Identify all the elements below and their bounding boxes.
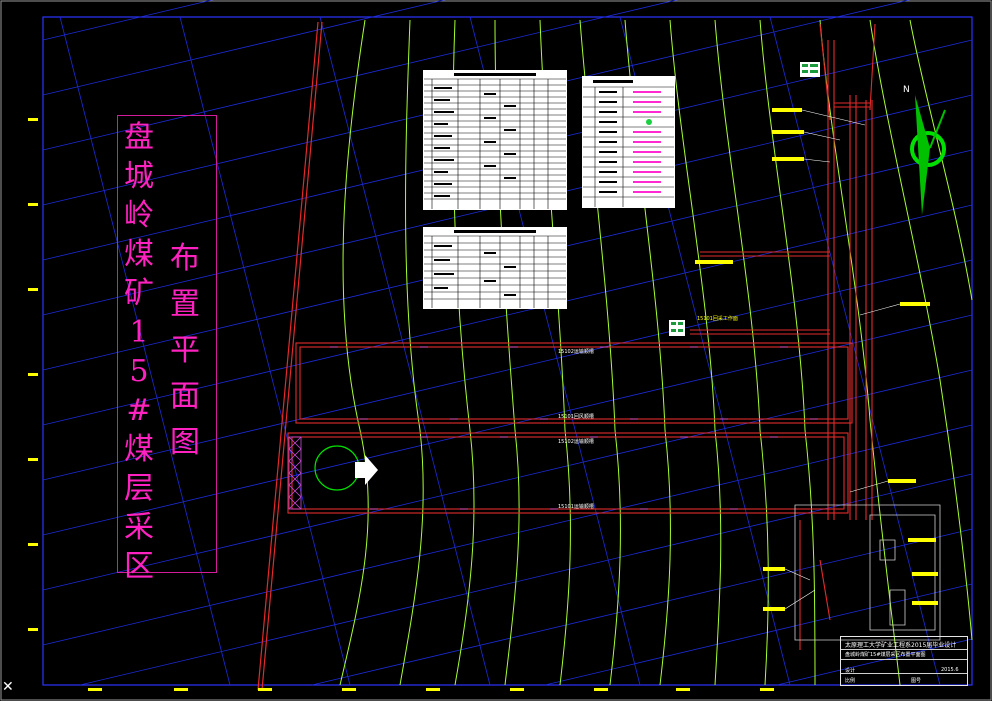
shaft-bottom-area [794, 504, 941, 641]
title-block-divider-3 [841, 673, 967, 674]
roadway-label-4: 15101运输顺槽 [558, 504, 594, 510]
drawing-title-box [117, 115, 217, 573]
small-legend-2 [669, 320, 685, 336]
roadway-stations [330, 346, 818, 510]
leader-lines [784, 109, 901, 610]
advance-arrow-icon [314, 445, 378, 491]
title-block-divider-1 [841, 649, 967, 650]
roadway-label-2: 15101回风顺槽 [558, 414, 594, 420]
title-block-scale: 比例 [845, 678, 856, 684]
title-block: 太原理工大学矿业工程系2015届毕业设计 盘城岭煤矿15#煤层采区布置平面图 设… [840, 636, 968, 686]
close-x-icon[interactable]: ✕ [2, 679, 14, 695]
drawing-frame [42, 16, 973, 686]
small-legend-1 [800, 62, 820, 77]
roadway-layout [287, 23, 876, 650]
roadway-label-3: 15102运输顺槽 [558, 439, 594, 445]
equipment-table-2 [423, 227, 567, 309]
drawing-title-main: 盘城岭煤矿15#煤层采区 [124, 120, 154, 584]
legend-table [582, 76, 675, 208]
title-block-date: 2015.6 [941, 667, 959, 673]
roadway-label-1: 15102运输顺槽 [558, 349, 594, 355]
title-block-drawn: 设计 [845, 668, 856, 674]
north-arrow-icon: N [903, 85, 946, 215]
yellow-markers [28, 108, 938, 691]
drawing-title-sub: 布置平面图 [170, 241, 200, 460]
title-block-school: 太原理工大学矿业工程系2015届毕业设计 [845, 642, 957, 649]
mine-boundary [257, 21, 323, 691]
equipment-table-1 [423, 70, 567, 210]
face-label: 15101回采工作面 [697, 316, 738, 322]
title-block-page: 图号 [911, 678, 922, 684]
title-block-drawing-name: 盘城岭煤矿15#煤层采区布置平面图 [845, 652, 926, 658]
working-face-hatch [288, 436, 302, 510]
svg-text:N: N [903, 85, 910, 95]
title-block-divider-2 [841, 659, 967, 660]
